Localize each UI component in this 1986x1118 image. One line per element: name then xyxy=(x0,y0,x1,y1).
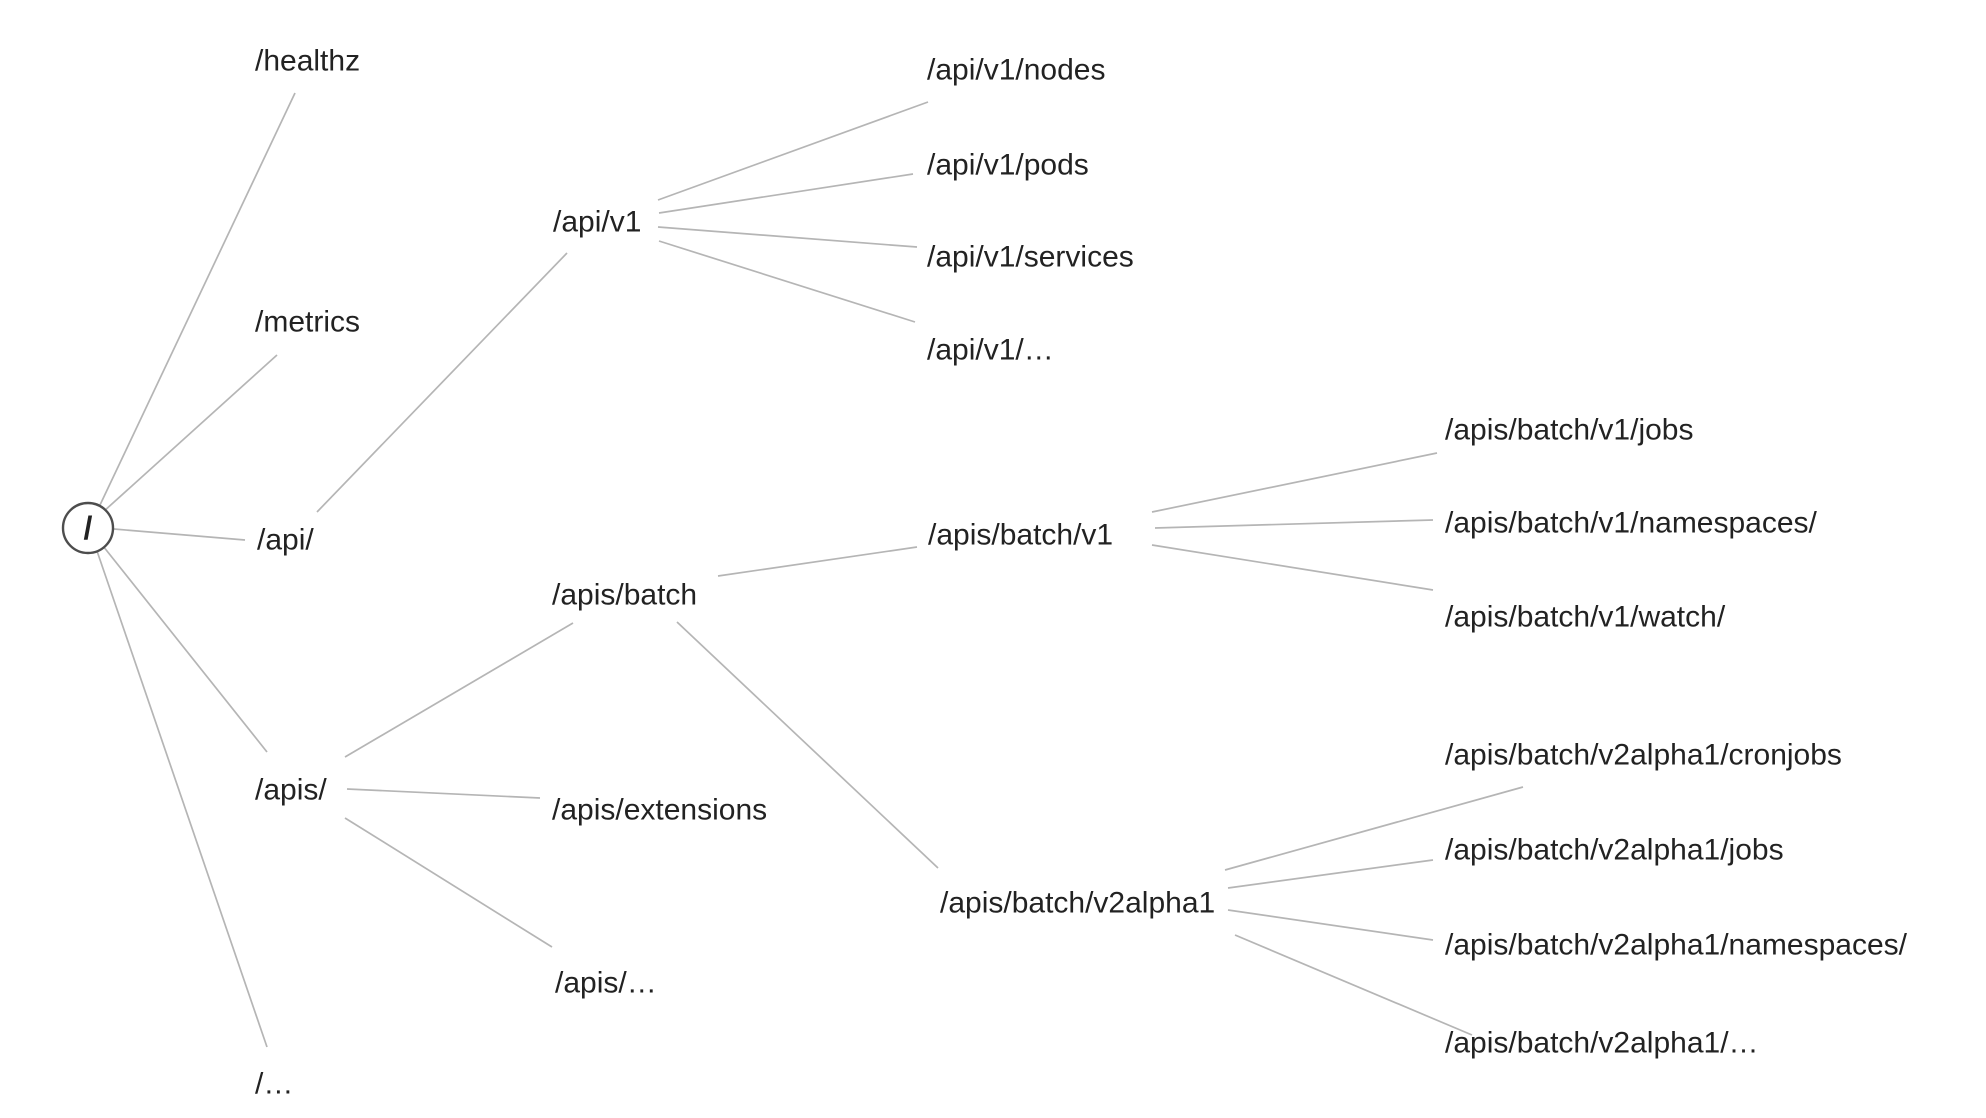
tree-node-api-v1: /api/v1 xyxy=(553,206,641,239)
edge-apis-batch-apis-batch-v1 xyxy=(717,546,918,577)
root-node-circle xyxy=(61,501,115,555)
tree-node-root-more: /… xyxy=(255,1068,293,1101)
edge-api-api-v1 xyxy=(316,252,568,513)
edge-root-metrics xyxy=(102,354,278,513)
tree-node-v2alpha1-jobs: /apis/batch/v2alpha1/jobs xyxy=(1445,834,1784,867)
tree-node-v2alpha1-more: /apis/batch/v2alpha1/… xyxy=(1445,1027,1759,1060)
tree-node-apis-batch: /apis/batch xyxy=(552,579,697,612)
tree-node-v1-namespaces: /apis/batch/v1/namespaces/ xyxy=(1445,507,1818,540)
edge-apis-batch-v1-v1-watch xyxy=(1151,544,1434,591)
tree-node-api-v1-services: /api/v1/services xyxy=(927,241,1134,274)
edge-apis-batch-v2alpha1-v2alpha1-jobs xyxy=(1227,859,1434,889)
edge-apis-batch-v2alpha1-v2alpha1-cronjobs xyxy=(1224,786,1524,871)
edge-root-api xyxy=(113,528,246,541)
edge-api-v1-api-v1-pods xyxy=(658,173,914,214)
tree-node-apis-more: /apis/… xyxy=(555,967,657,1000)
edge-apis-apis-more xyxy=(344,817,553,948)
edge-apis-batch-apis-batch-v2alpha1 xyxy=(676,621,939,869)
edge-apis-apis-batch xyxy=(344,622,574,758)
tree-node-apis-batch-v1: /apis/batch/v1 xyxy=(928,519,1113,552)
edge-root-apis xyxy=(102,545,268,753)
tree-node-api-v1-nodes: /api/v1/nodes xyxy=(927,54,1105,87)
edge-api-v1-api-v1-nodes xyxy=(657,101,929,201)
tree-node-v1-watch: /apis/batch/v1/watch/ xyxy=(1445,601,1726,634)
tree-node-apis: /apis/ xyxy=(255,774,327,807)
tree-node-v1-jobs: /apis/batch/v1/jobs xyxy=(1445,414,1693,447)
edge-apis-batch-v1-v1-jobs xyxy=(1151,452,1438,513)
tree-node-v2alpha1-namespaces: /apis/batch/v2alpha1/namespaces/ xyxy=(1445,929,1908,962)
edge-apis-apis-extensions xyxy=(346,788,541,799)
edge-api-v1-api-v1-more xyxy=(658,240,916,323)
tree-node-api-v1-more: /api/v1/… xyxy=(927,334,1054,367)
tree-node-v2alpha1-cronjobs: /apis/batch/v2alpha1/cronjobs xyxy=(1445,739,1842,772)
edge-root-healthz xyxy=(99,92,296,506)
tree-node-apis-batch-v2alpha1: /apis/batch/v2alpha1 xyxy=(940,887,1215,920)
edge-apis-batch-v1-v1-namespaces xyxy=(1154,519,1434,529)
tree-node-api-v1-pods: /api/v1/pods xyxy=(927,149,1089,182)
edge-root-root-more xyxy=(96,550,268,1048)
root-node-label: / xyxy=(84,510,93,546)
tree-node-metrics: /metrics xyxy=(255,306,360,339)
tree-node-api: /api/ xyxy=(257,524,314,557)
edge-api-v1-api-v1-services xyxy=(657,226,918,248)
edge-apis-batch-v2alpha1-v2alpha1-more xyxy=(1234,934,1473,1036)
tree-node-healthz: /healthz xyxy=(255,45,360,78)
edge-apis-batch-v2alpha1-v2alpha1-namespaces xyxy=(1227,909,1434,941)
tree-node-apis-extensions: /apis/extensions xyxy=(552,794,767,827)
